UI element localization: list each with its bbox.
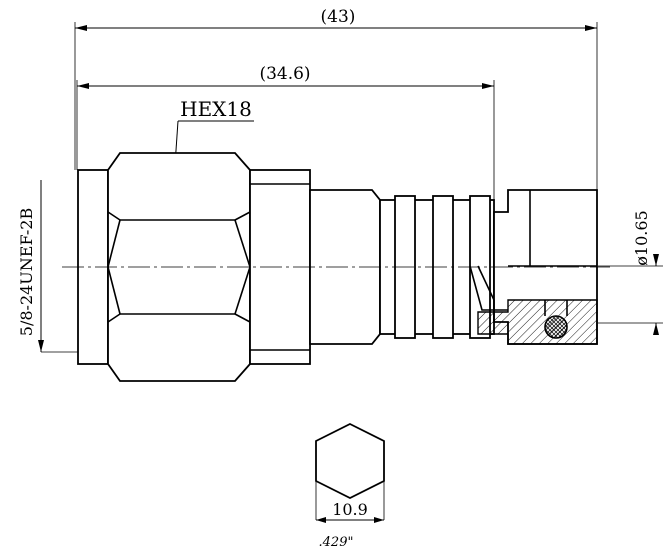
- overall-length-dimension: (43): [74, 7, 598, 190]
- body-length-label: (34.6): [259, 64, 310, 84]
- o-ring: [544, 315, 568, 339]
- hex-end-view: 10.9 .429": [315, 422, 385, 550]
- hex-flat-mm-label: 10.9: [332, 500, 368, 519]
- thread-dimension: 5/8-24UNEF-2B: [17, 180, 78, 353]
- hex-size-callout: HEX18: [174, 97, 254, 166]
- overall-length-label: (43): [321, 7, 356, 27]
- diameter-dimension: ø10.65: [598, 210, 663, 335]
- hex-flat-inch-label: .429": [319, 535, 354, 550]
- hex-size-label: HEX18: [180, 97, 252, 121]
- thread-spec-label: 5/8-24UNEF-2B: [17, 208, 36, 336]
- diameter-label: ø10.65: [632, 210, 651, 265]
